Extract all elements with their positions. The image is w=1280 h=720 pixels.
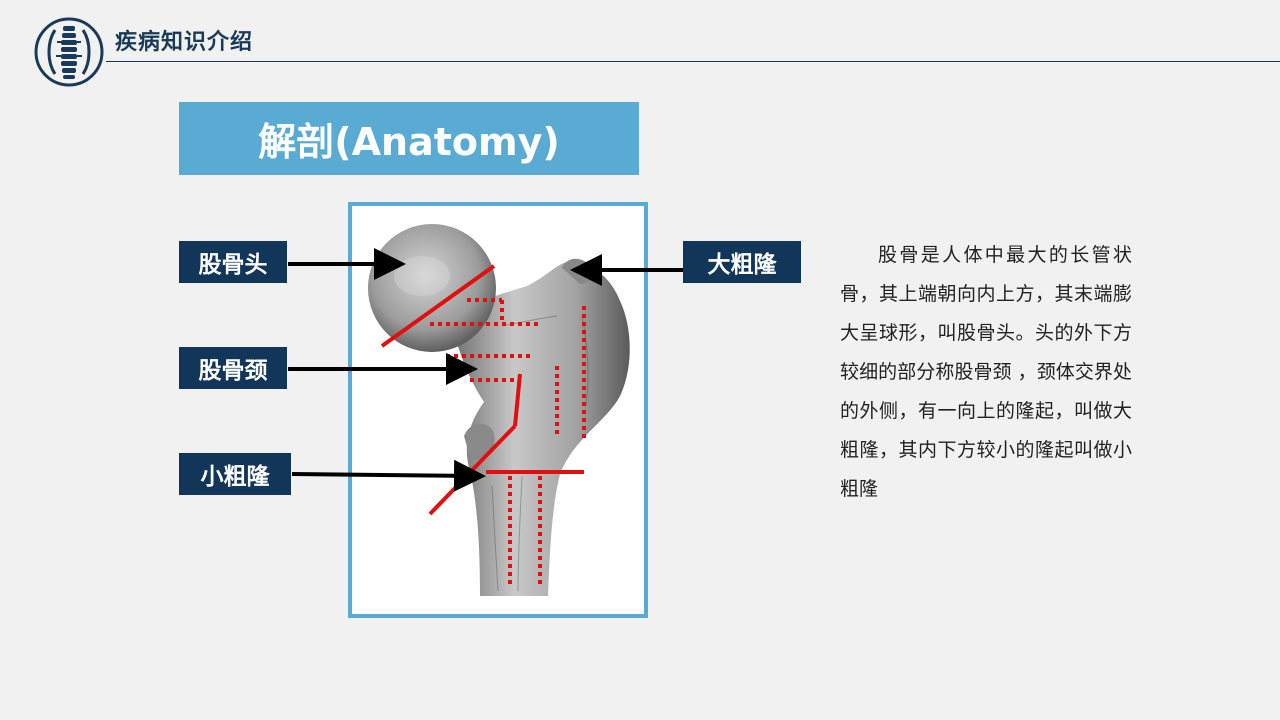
spine-logo-icon xyxy=(33,16,105,88)
page-section-title: 疾病知识介绍 xyxy=(115,30,254,55)
header-divider xyxy=(106,61,1280,62)
label-femoral-neck: 股骨颈 xyxy=(179,347,287,389)
label-femoral-head: 股骨头 xyxy=(179,241,287,283)
arrow-lesser-trochanter xyxy=(291,459,486,492)
anatomy-description: 股骨是人体中最大的长管状骨，其上端朝向内上方，其末端膨大呈球形，叫股骨头。头的外… xyxy=(840,244,1132,500)
label-lesser-trochanter: 小粗隆 xyxy=(179,453,291,495)
section-banner: 解剖(Anatomy) xyxy=(179,102,639,175)
label-greater-trochanter: 大粗隆 xyxy=(683,241,801,283)
